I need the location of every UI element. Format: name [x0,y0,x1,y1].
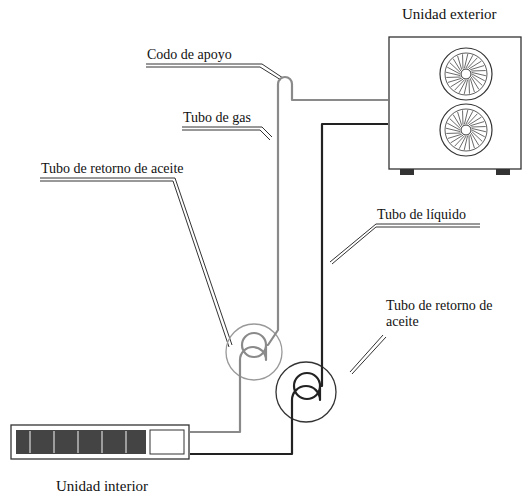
liquid-pipe [190,124,388,454]
outdoor-unit: Unidad exterior [388,6,524,178]
leader-line [182,127,272,137]
part-label: Tubo de retorno de aceite [40,161,185,177]
indoor-unit: Unidad interior [10,424,192,498]
leader-line [330,224,480,262]
part-label: Tubo de líquido [376,207,467,223]
leader-line [332,227,480,264]
unit-housing [10,424,192,468]
unit-label: Unidad exterior [402,6,497,23]
part-label: Tubo de retorno de aceite [385,298,497,330]
gas-pipe [190,77,388,432]
leader-line [350,335,383,372]
unit-label: Unidad interior [56,478,148,495]
unit-housing [388,36,524,180]
part-label: Tubo de gas [182,110,252,126]
leader-line [40,178,232,345]
leader-line [146,67,281,80]
leader-line [40,181,229,347]
part-label: Codo de apoyo [146,47,233,63]
leader-line [352,337,386,374]
leader-line [182,130,270,140]
loop-ring [276,362,336,422]
leader-line [146,64,283,78]
